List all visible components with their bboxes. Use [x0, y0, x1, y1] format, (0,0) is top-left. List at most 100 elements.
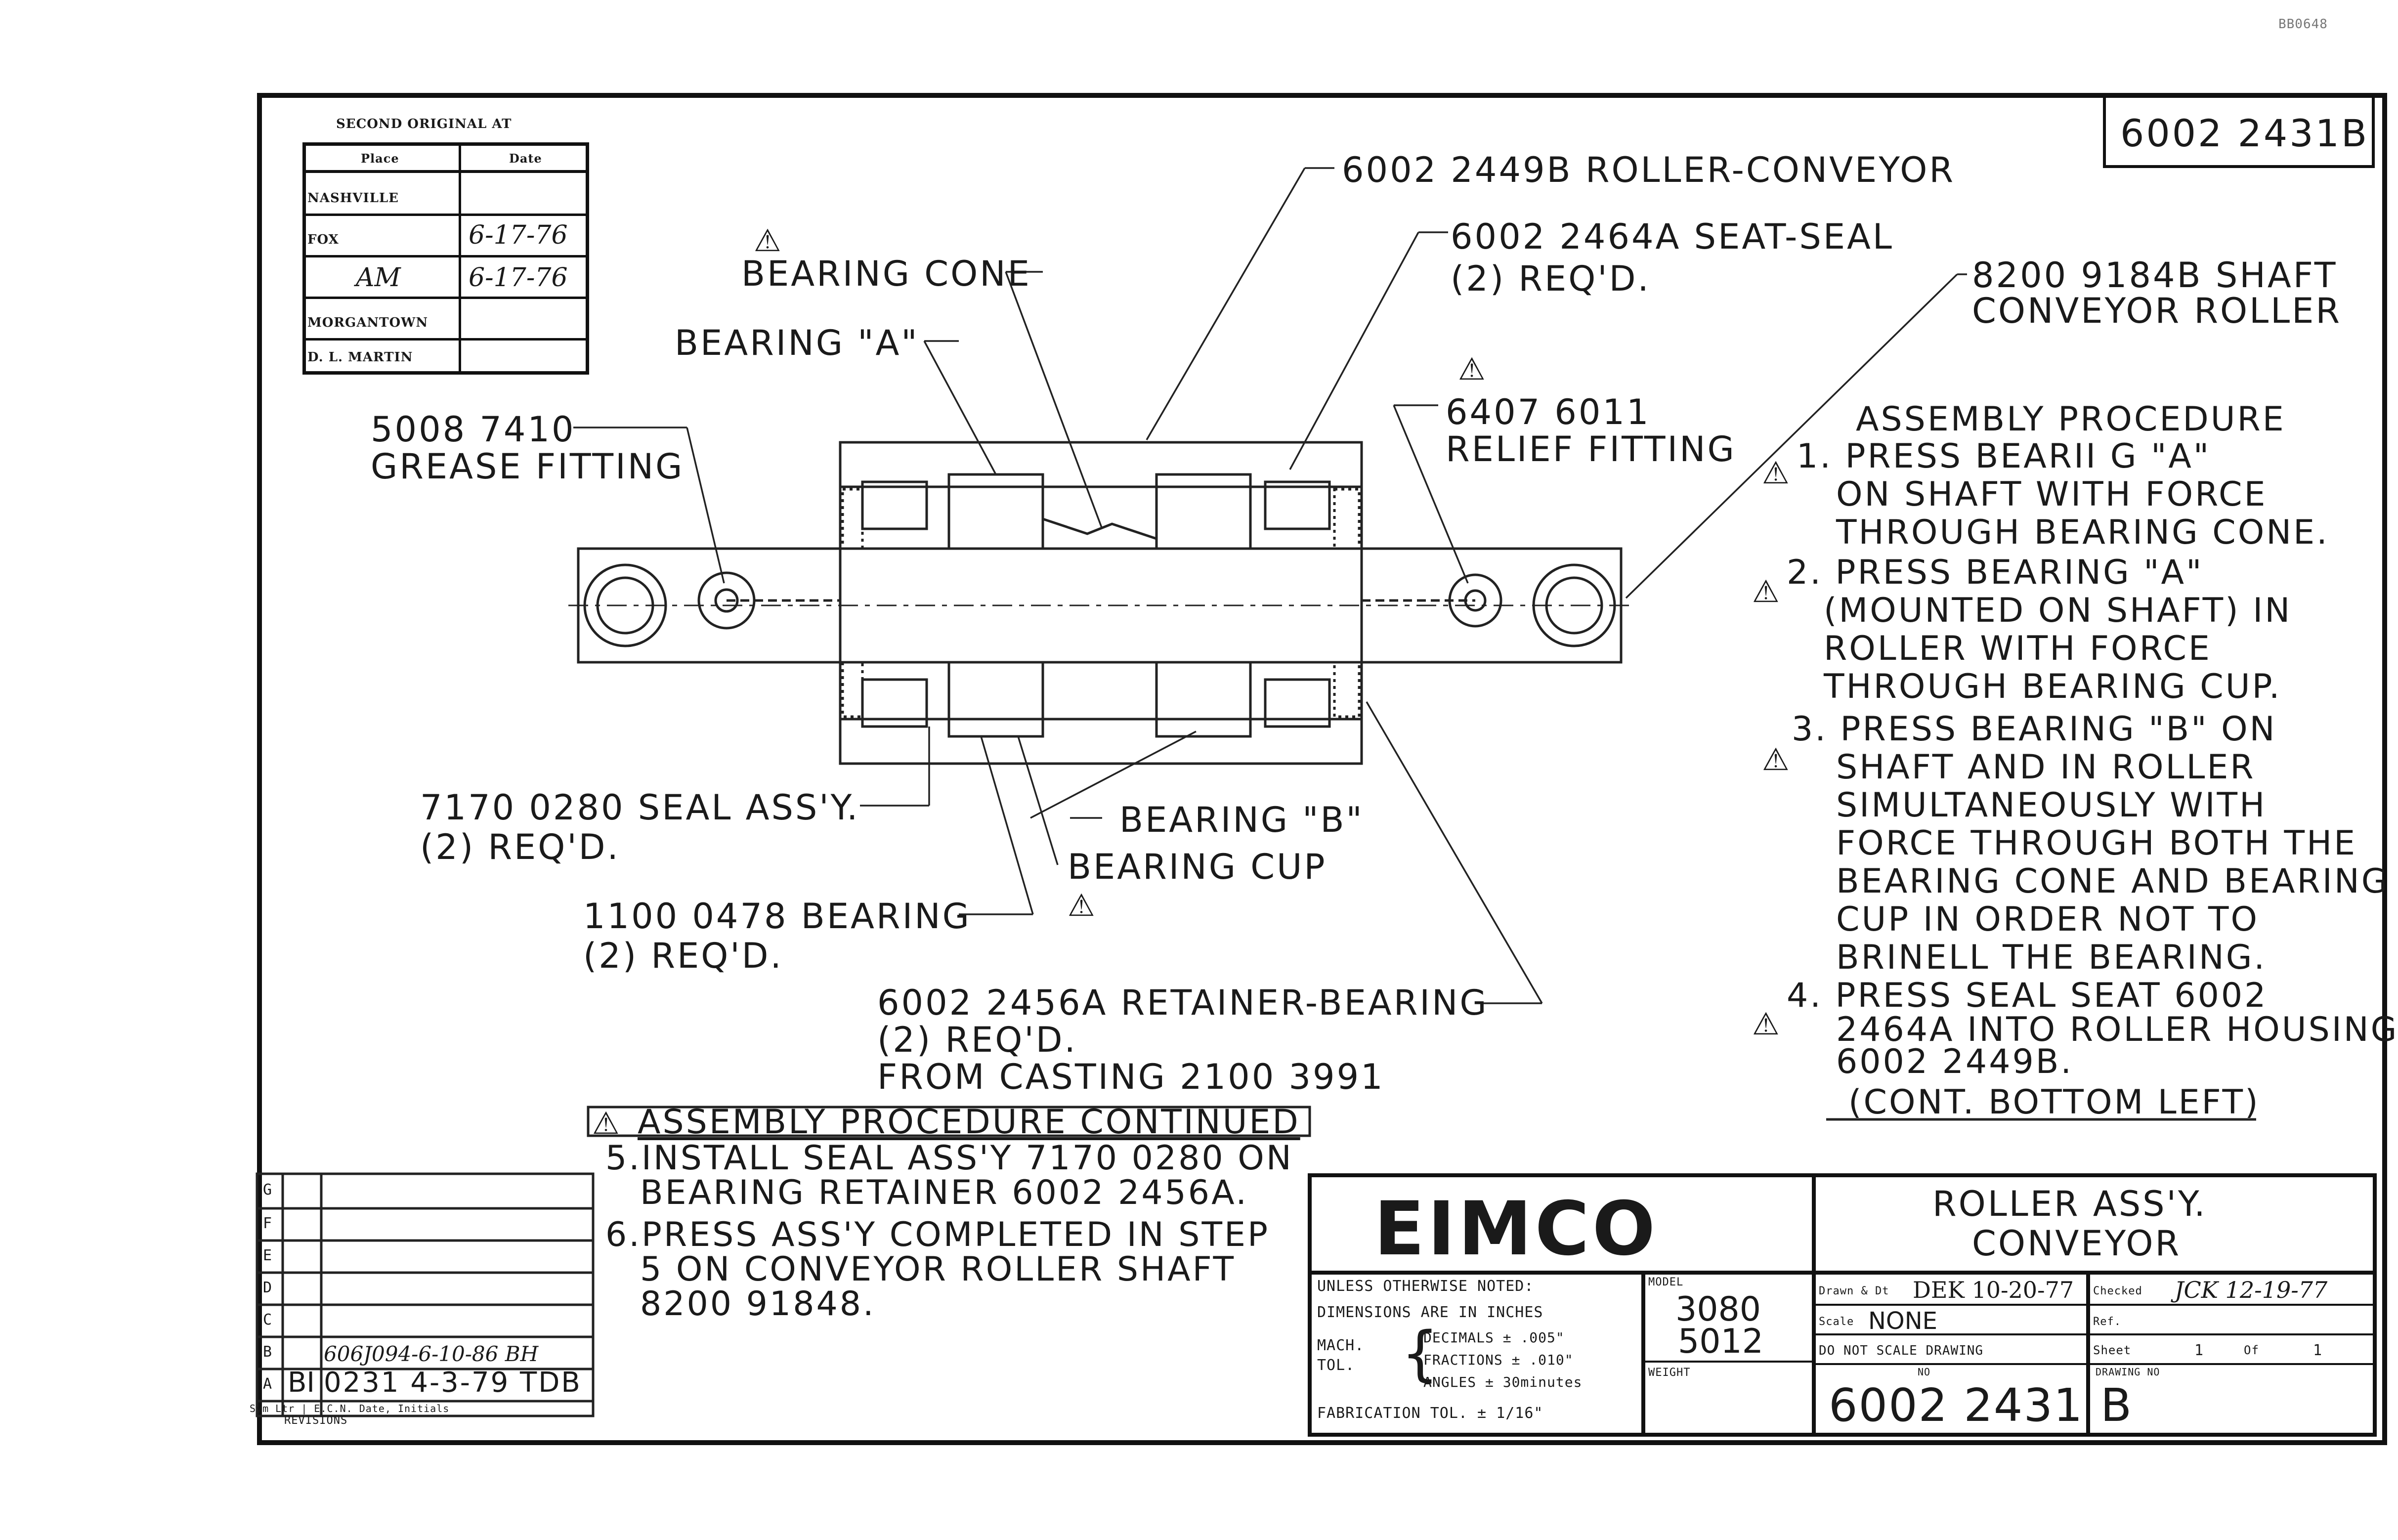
seal-assy-left-bottom [861, 678, 928, 728]
stamp-table [302, 142, 589, 375]
stamp-place: FOX [307, 232, 339, 247]
model-label: MODEL [1648, 1276, 1684, 1288]
stamp-header-date: Date [509, 151, 542, 166]
tolerance-brace: { [1401, 1320, 1439, 1388]
procedure-title: ASSEMBLY PROCEDURE [1856, 400, 2286, 439]
bearing-a-bottom [947, 661, 1044, 738]
procedure-continued-line: 6.PRESS ASS'Y COMPLETED IN STEP [605, 1215, 1270, 1254]
stamp-row-line [302, 297, 589, 299]
sheet-value: 1 [2194, 1342, 2204, 1359]
bearing-cone-profile [1042, 517, 1157, 540]
procedure-continued-title: ASSEMBLY PROCEDURE CONTINUED [638, 1103, 1300, 1142]
revision-letter: E [263, 1247, 273, 1264]
procedure-line: BRINELL THE BEARING. [1836, 938, 2267, 977]
bearing-b-bottom [1155, 661, 1252, 738]
drawing-title-line2: CONVEYOR [1972, 1223, 2182, 1264]
leader-relief [1393, 405, 1469, 584]
seal-assy-left-top [861, 480, 928, 530]
leader-bearing [980, 736, 1034, 915]
tolerance-tol: TOL. [1317, 1357, 1355, 1374]
leader-retainer [1366, 701, 1543, 1004]
stamp-col-divider [459, 143, 461, 374]
fabrication-tolerance: FABRICATION TOL. ± 1/16" [1317, 1405, 1543, 1422]
company-logo: EIMCO [1374, 1186, 1659, 1272]
callout-bearing-b: BEARING "B" [1119, 800, 1364, 840]
stamp-place: NASHVILLE [307, 191, 399, 206]
sheet-label: Sheet [2093, 1343, 2132, 1357]
procedure-line: ROLLER WITH FORCE [1824, 629, 2212, 668]
of-label: Of [2244, 1343, 2259, 1357]
leader-grease [686, 427, 725, 584]
revision-triangle-icon: ⚠ [1752, 573, 1780, 609]
revision-letter: C [263, 1311, 273, 1328]
procedure-line: BEARING CONE AND BEARING [1836, 862, 2390, 901]
procedure-line: 3. PRESS BEARING "B" ON [1792, 710, 2277, 749]
leader-bearing-a [923, 341, 997, 475]
drawing-number-text: 6002 2431B [2120, 111, 2369, 155]
do-not-scale-note: DO NOT SCALE DRAWING [1819, 1343, 1984, 1358]
procedure-line: THROUGH BEARING CONE. [1836, 513, 2329, 552]
seal-assy-right-top [1264, 480, 1331, 530]
ref-label: Ref. [2093, 1316, 2121, 1328]
procedure-line: SIMULTANEOUSLY WITH [1836, 786, 2267, 825]
callout-roller-conveyor: 6002 2449B ROLLER-CONVEYOR [1342, 150, 1955, 190]
scale-value: NONE [1868, 1307, 1937, 1335]
procedure-line: 1. PRESS BEARII G "A" [1797, 437, 2211, 476]
roller-housing [839, 441, 1363, 765]
grease-fitting-inner [714, 588, 739, 613]
stamp-row-line [302, 255, 589, 257]
callout-retainer-casting: FROM CASTING 2100 3991 [877, 1057, 1385, 1097]
callout-grease-fitting: GREASE FITTING [371, 446, 685, 487]
procedure-line: 2. PRESS BEARING "A" [1787, 553, 2204, 592]
hatch-right-bottom [1333, 661, 1361, 718]
tolerance-mach: MACH. [1317, 1337, 1365, 1354]
leader-bearing-cup [1017, 736, 1059, 865]
stamp-place-handwritten: AM [356, 263, 401, 293]
callout-retainer: 6002 2456A RETAINER-BEARING [877, 983, 1489, 1023]
procedure-line: SHAFT AND IN ROLLER [1836, 748, 2256, 787]
callout-relief-fitting: RELIEF FITTING [1446, 429, 1736, 470]
shaft-end-left [583, 563, 667, 647]
leader-seat-seal [1289, 232, 1419, 470]
revision-triangle-icon: ⚠ [1762, 741, 1790, 777]
drawing-number-box [2103, 94, 2375, 168]
drawn-value: DEK 10-20-77 [1913, 1277, 2074, 1303]
stamp-date: 6-17-76 [469, 220, 568, 250]
callout-relief-fitting-number: 6407 6011 [1446, 392, 1651, 432]
procedure-line: 6002 2449B. [1836, 1042, 2073, 1081]
callout-bearing-cone: BEARING CONE [741, 254, 1031, 294]
stamp-row-line [302, 170, 589, 173]
checked-value: JCK 12-19-77 [2175, 1277, 2328, 1303]
procedure-continued-line: 5 ON CONVEYOR ROLLER SHAFT [640, 1250, 1236, 1289]
revision-a-entry: 0231 4-3-79 TDB [324, 1367, 582, 1399]
procedure-line: 2464A INTO ROLLER HOUSING [1836, 1010, 2398, 1049]
revision-a-code: BI [288, 1367, 315, 1399]
tolerance-note: UNLESS OTHERWISE NOTED: [1317, 1278, 1534, 1295]
checked-label: Checked [2093, 1285, 2142, 1297]
number-label: NO [1918, 1366, 1931, 1378]
revision-letter: G [263, 1181, 273, 1198]
revision-letter: A [263, 1375, 273, 1393]
stamp-row-line [302, 214, 589, 216]
procedure-continued-line: 8200 91848. [640, 1284, 876, 1324]
callout-grease-fitting-number: 5008 7410 [371, 409, 576, 450]
stamp-header-place: Place [361, 151, 399, 166]
bearing-b-top [1155, 473, 1252, 550]
leader-bearing-cone [1005, 271, 1103, 529]
callout-seal-assy-qty: (2) REQ'D. [420, 827, 620, 867]
scale-label: Scale [1819, 1316, 1854, 1328]
procedure-line: FORCE THROUGH BOTH THE [1836, 824, 2357, 863]
stamp-place: MORGANTOWN [307, 315, 428, 330]
seal-assy-right-bottom [1264, 678, 1331, 728]
callout-bearing-cup: BEARING CUP [1068, 847, 1327, 887]
shaft-end-left-inner [596, 576, 654, 635]
procedure-line: THROUGH BEARING CUP. [1824, 667, 2282, 706]
callout-retainer-qty: (2) REQ'D. [877, 1020, 1077, 1060]
model-value: 3080 [1675, 1290, 1761, 1329]
corner-mark: BB0648 [2278, 17, 2328, 32]
revision-triangle-icon: ⚠ [754, 222, 781, 258]
callout-seat-seal: 6002 2464A SEAT-SEAL [1451, 216, 1894, 257]
model-value: 5012 [1678, 1322, 1764, 1361]
tolerance-angles: ANGLES ± 30minutes [1423, 1374, 1583, 1390]
